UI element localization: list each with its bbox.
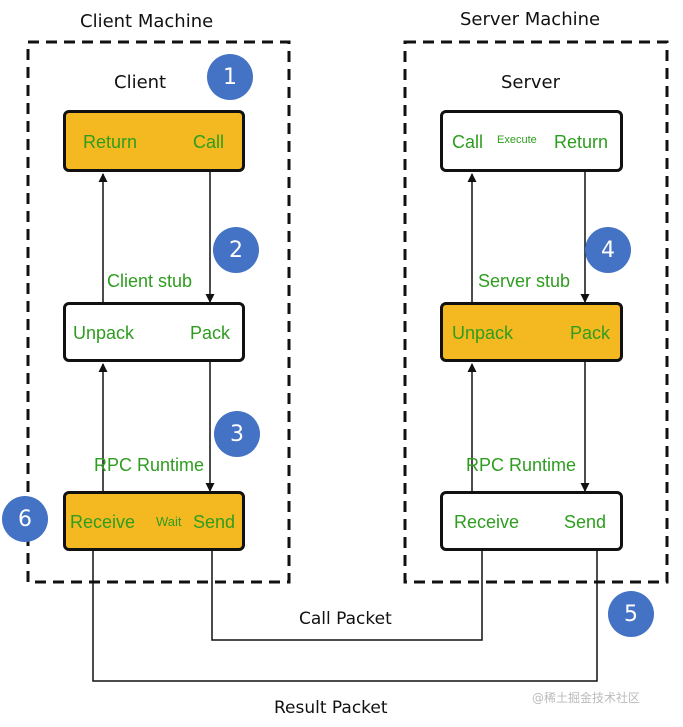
client-runtime-label: RPC Runtime <box>94 455 205 475</box>
server-execute-label: Execute <box>497 134 537 146</box>
client-machine-title: Client Machine <box>80 11 214 32</box>
client-stub-label: Client stub <box>107 271 193 291</box>
client-stub-box: Unpack Pack <box>63 302 245 362</box>
step-badge-4: 4 <box>585 227 631 273</box>
client-receive-label: Receive <box>70 512 136 532</box>
server-machine-frame <box>403 40 669 584</box>
client-runtime-box: Receive Wait Send <box>63 491 245 551</box>
step-badge-3: 3 <box>214 411 260 457</box>
watermark: @稀土掘金技术社区 <box>532 691 641 705</box>
server-stub-label: Server stub <box>478 271 571 291</box>
client-send-label: Send <box>193 512 236 532</box>
server-runtime-label: RPC Runtime <box>466 455 577 475</box>
step-badge-6: 6 <box>2 496 48 542</box>
client-label: Client <box>114 72 167 93</box>
server-unpack-label: Unpack <box>452 323 514 343</box>
client-call-label: Call <box>193 132 225 152</box>
server-send-label: Send <box>564 512 607 532</box>
client-unpack-label: Unpack <box>73 323 135 343</box>
server-runtime-box: Receive Send <box>440 491 623 551</box>
server-label: Server <box>501 72 561 93</box>
server-call-label: Call <box>452 132 484 152</box>
server-machine-title: Server Machine <box>460 9 601 30</box>
call-packet-label: Call Packet <box>299 609 392 629</box>
server-stub-box: Unpack Pack <box>440 302 623 362</box>
client-app-box: Return Call <box>63 110 245 172</box>
step-badge-2: 2 <box>213 227 259 273</box>
client-pack-label: Pack <box>190 323 231 343</box>
client-return-label: Return <box>83 132 138 152</box>
server-pack-label: Pack <box>570 323 611 343</box>
client-wait-label: Wait <box>156 514 182 529</box>
step-badge-1: 1 <box>207 54 253 100</box>
server-app-box: Call Execute Return <box>440 110 623 172</box>
client-machine-frame <box>26 40 291 584</box>
server-return-label: Return <box>554 132 609 152</box>
server-receive-label: Receive <box>454 512 520 532</box>
step-badge-5: 5 <box>608 591 654 637</box>
result-packet-label: Result Packet <box>274 698 388 718</box>
